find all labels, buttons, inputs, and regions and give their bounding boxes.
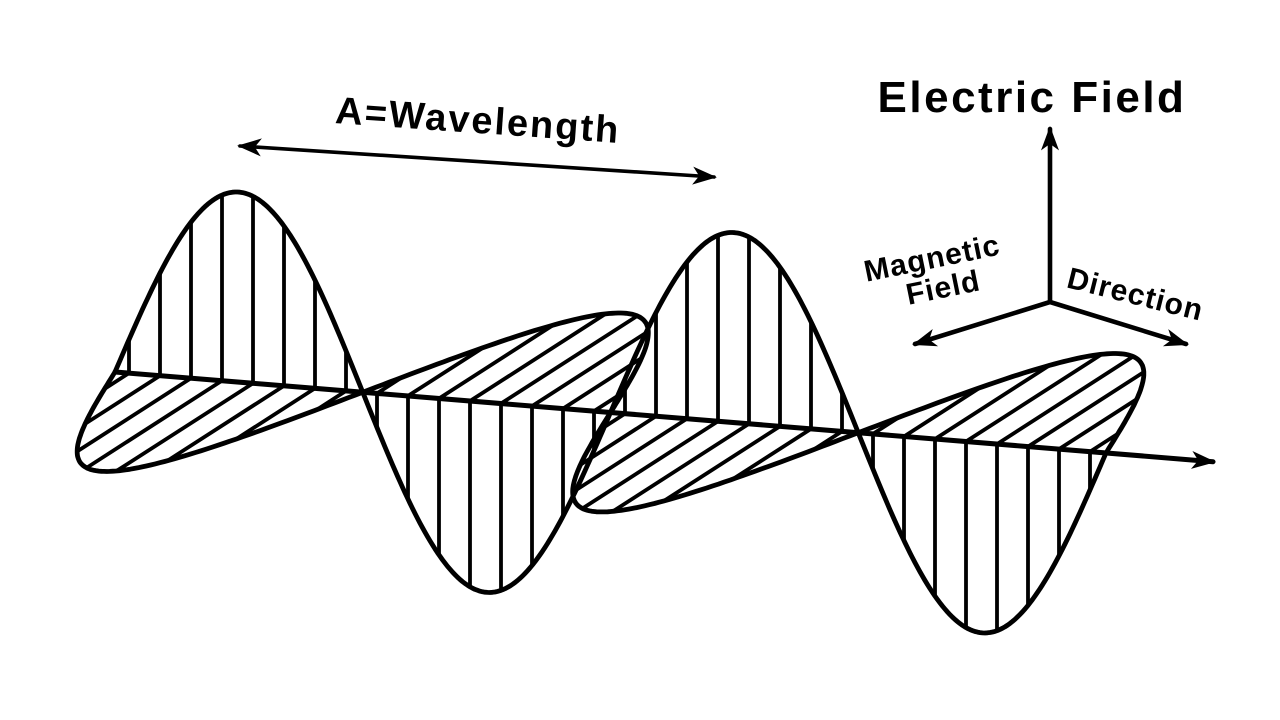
electric-wave-hatching <box>127 193 1092 633</box>
propagation-axis-arrow <box>112 369 1216 469</box>
magnetic-axis-arrow <box>912 299 1053 347</box>
direction-label: Direction <box>1064 262 1207 328</box>
diagram-labels: A=Wavelength Electric Field Magnetic Fie… <box>334 73 1207 328</box>
wavelength-arrow <box>237 138 717 185</box>
wavelength-label: A=Wavelength <box>334 90 622 152</box>
magnetic-field-label: Magnetic Field <box>861 229 1003 312</box>
electric-field-label: Electric Field <box>878 73 1187 122</box>
direction-axis-arrow <box>1047 299 1189 347</box>
electric-wave-curve <box>112 189 1108 636</box>
magnetic-wave-hatching <box>75 312 1146 514</box>
axes-triad <box>912 126 1189 347</box>
